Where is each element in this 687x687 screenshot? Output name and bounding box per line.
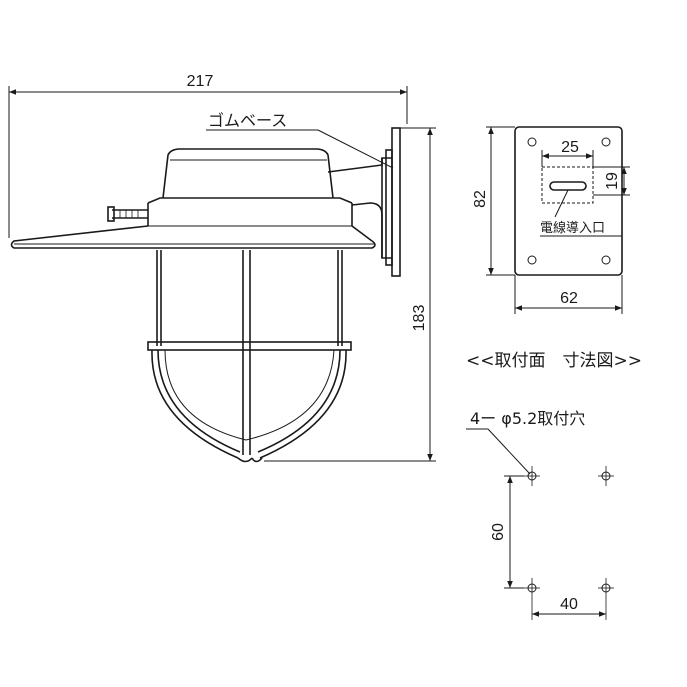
plate-width-label: 62 [560, 290, 578, 307]
hole-v-spacing-label: 60 [490, 523, 507, 541]
width-total-label: 217 [187, 73, 214, 90]
slot-width-label: 25 [561, 139, 579, 156]
dimension-height-total: 183 [264, 127, 436, 462]
slot-height-label: 19 [604, 172, 621, 190]
plate-height-label: 82 [472, 190, 489, 208]
lamp-side-view [10, 127, 401, 463]
dimension-plate-width: 62 [514, 275, 623, 314]
hole-top-right [598, 466, 614, 486]
hole-bottom-right [598, 578, 614, 620]
hole-h-spacing-label: 40 [560, 596, 578, 613]
height-total-label: 183 [411, 305, 428, 332]
holes-note: 4ー φ5.2取付穴 [470, 409, 585, 428]
dimension-plate-height: 82 [472, 126, 515, 276]
hole-top-left [524, 466, 540, 486]
section-title: <<取付面 寸法図>> [466, 351, 642, 371]
hole-pattern-view: 4ー φ5.2取付穴 60 40 [466, 409, 614, 620]
dimension-width-total: 217 [8, 73, 408, 238]
rubber-base-label: ゴムベース [208, 111, 287, 130]
rubber-base-callout: ゴムベース [206, 111, 394, 169]
wire-entry-label: 電線導入口 [540, 220, 605, 236]
mounting-plate-view: 25 19 電線導入口 [514, 126, 630, 276]
